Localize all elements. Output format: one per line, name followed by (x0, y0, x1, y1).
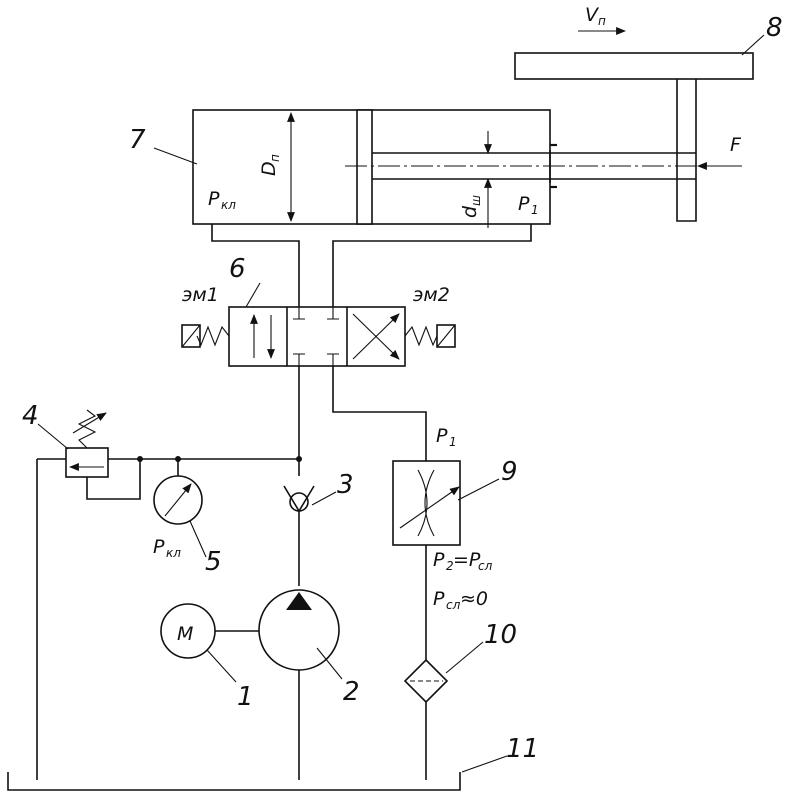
oil-tank (7, 772, 461, 791)
load-table (514, 52, 754, 222)
return-line (332, 366, 427, 780)
component-number-5: 5 (205, 547, 222, 577)
check-valve (283, 485, 315, 586)
cylinder-pressure-p1: P 1 (518, 193, 539, 217)
svg-text:1: 1 (531, 203, 539, 217)
hydraulic-pump (258, 589, 340, 780)
svg-text:сл: сл (446, 598, 461, 612)
component-number-10: 10 (484, 620, 517, 650)
svg-text:M: M (177, 623, 193, 645)
component-number-3: 3 (337, 470, 354, 500)
svg-text:P: P (153, 536, 165, 558)
svg-text:1: 1 (449, 435, 457, 449)
component-number-4: 4 (22, 401, 39, 431)
relief-valve (65, 409, 141, 500)
velocity-label: V п (585, 4, 606, 28)
svg-text:V: V (585, 4, 600, 26)
pressure-gauge (153, 459, 203, 525)
throttle-valve (392, 460, 461, 546)
svg-text:P: P (433, 588, 445, 610)
throttle-p1-label: P 1 (436, 425, 457, 449)
cylinder-lines (211, 224, 532, 307)
gauge-pressure-label: P кл (153, 536, 181, 560)
drain-pressure-label: P сл ≈0 (433, 588, 488, 612)
svg-text:ш: ш (469, 195, 483, 206)
component-number-8: 8 (766, 13, 783, 43)
leader-lines (37, 34, 765, 773)
hydraulic-cylinder (192, 109, 740, 225)
filter (403, 658, 449, 704)
svg-text:кл: кл (166, 546, 181, 560)
component-number-9: 9 (501, 457, 518, 487)
throttle-p2-label: P 2 =P сл (433, 549, 493, 573)
svg-text:P: P (518, 193, 530, 215)
cylinder-pressure-pkl: P кл (208, 188, 236, 212)
svg-text:P: P (208, 188, 220, 210)
component-number-6: 6 (229, 254, 246, 284)
pressure-line (36, 366, 302, 780)
svg-text:п: п (268, 154, 282, 162)
svg-text:=P: =P (453, 549, 481, 571)
svg-text:P: P (433, 549, 445, 571)
svg-text:п: п (598, 14, 606, 28)
svg-text:2: 2 (446, 559, 454, 573)
svg-text:кл: кл (221, 198, 236, 212)
solenoid-1-label: эм1 (182, 284, 219, 306)
solenoid-2-label: эм2 (413, 284, 450, 306)
component-number-7: 7 (129, 125, 146, 155)
force-label: F (730, 134, 742, 156)
component-number-2: 2 (343, 677, 360, 707)
component-number-1: 1 (237, 682, 254, 712)
svg-text:d: d (459, 205, 481, 218)
piston-diameter-dimension: D п (258, 112, 295, 222)
svg-text:сл: сл (478, 559, 493, 573)
svg-text:D: D (258, 161, 280, 176)
rod-diameter-dimension: d ш (459, 131, 492, 228)
component-number-11: 11 (506, 734, 539, 764)
directional-valve (181, 306, 456, 367)
svg-text:P: P (436, 425, 448, 447)
svg-text:≈0: ≈0 (460, 588, 488, 610)
electric-motor: M (160, 603, 259, 659)
